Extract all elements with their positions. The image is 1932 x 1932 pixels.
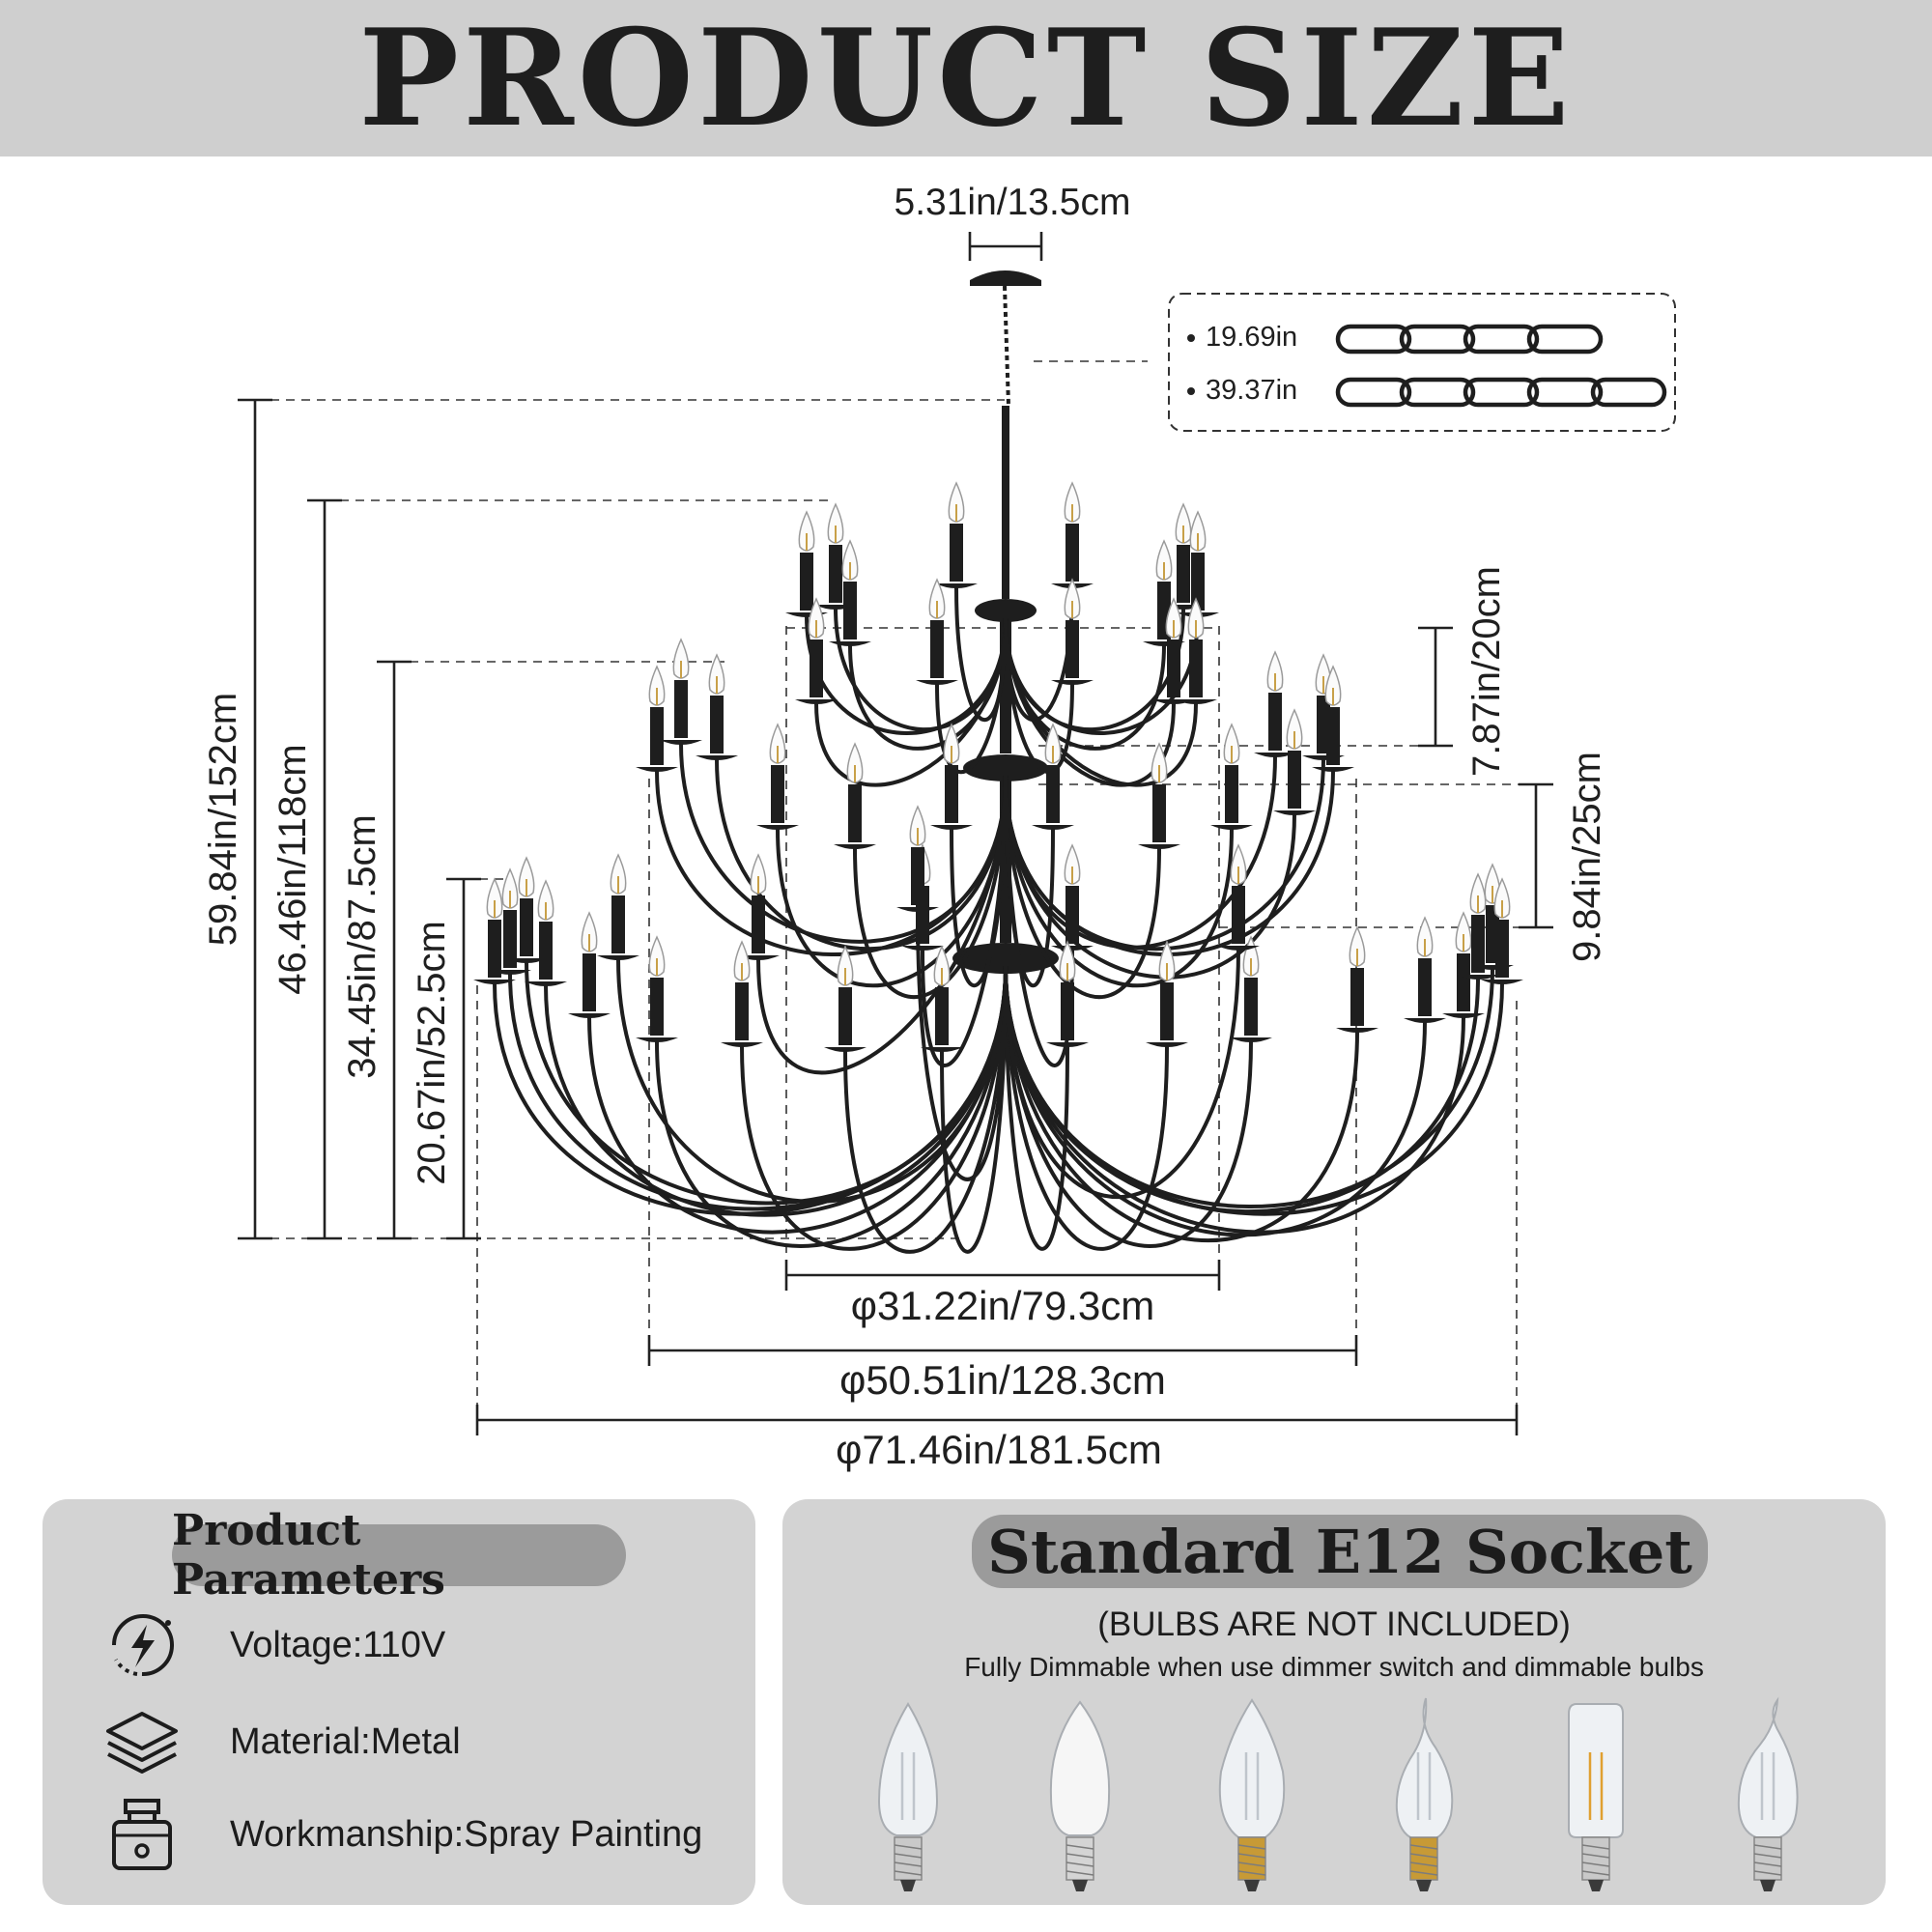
candle-light xyxy=(1138,742,1180,849)
candle-light xyxy=(1254,650,1296,757)
candle-light xyxy=(505,856,548,963)
product-parameters-title: Product Parameters xyxy=(172,1506,626,1605)
bulb-types xyxy=(877,1696,1799,1891)
candle-light xyxy=(1481,877,1523,984)
tier-2-height-label: 46.46in/118cm xyxy=(271,744,314,994)
dashed-guides xyxy=(255,360,1546,1420)
chain-link-icon xyxy=(1335,324,1412,355)
header-banner: PRODUCT SIZE xyxy=(0,0,1932,156)
bent-tip-filament-bulb-icon xyxy=(1737,1696,1799,1891)
candle-light xyxy=(489,867,531,975)
bulbs-not-included-note: (BULBS ARE NOT INCLUDED) xyxy=(1097,1605,1571,1643)
workmanship-text: Workmanship:Spray Painting xyxy=(230,1813,703,1855)
chain-link-icon xyxy=(1399,324,1476,355)
hub-bottom xyxy=(952,943,1059,974)
chain-link-icon xyxy=(1526,324,1604,355)
candle-light xyxy=(1442,911,1485,1018)
frosted-candle-bulb-icon xyxy=(1049,1700,1111,1891)
chandelier-illustration xyxy=(473,270,1523,1254)
product-parameters-panel: Product Parameters Voltage:110V Material… xyxy=(43,1499,755,1905)
candle-light xyxy=(921,945,963,1052)
candle-light xyxy=(1177,510,1219,617)
chain-link-icon xyxy=(1335,377,1412,408)
chain-options-box xyxy=(1168,293,1676,432)
candle-light xyxy=(1210,723,1253,830)
candle-light xyxy=(1046,940,1089,1047)
candle-light xyxy=(636,935,678,1042)
diameter-middle-label: φ50.51in/128.3cm xyxy=(839,1357,1166,1403)
socket-panel: Standard E12 Socket (BULBS ARE NOT INCLU… xyxy=(782,1499,1886,1905)
chain-link-icon xyxy=(1399,377,1476,408)
candle-light xyxy=(834,742,876,849)
candle-light xyxy=(829,539,871,646)
diameter-top-label: φ31.22in/79.3cm xyxy=(851,1283,1154,1328)
material-row: Material:Metal xyxy=(100,1700,461,1783)
chain-link-icon xyxy=(1526,377,1604,408)
candle-light xyxy=(597,853,639,960)
lightning-icon xyxy=(112,1614,174,1677)
center-rod xyxy=(1002,406,1009,599)
page-title: PRODUCT SIZE xyxy=(358,0,1574,156)
candle-light xyxy=(1152,597,1195,704)
candle-light xyxy=(1051,843,1094,951)
flame-tip-bulb-icon xyxy=(1395,1697,1454,1891)
candle-light xyxy=(824,945,867,1052)
chain-link-icon xyxy=(1463,324,1540,355)
canopy-width-label: 5.31in/13.5cm xyxy=(895,182,1131,223)
candle-light xyxy=(636,665,678,772)
candle-light xyxy=(568,911,611,1018)
candle-light xyxy=(473,877,516,984)
candle-light xyxy=(916,578,958,685)
tier-gap-top-label: 7.87in/20cm xyxy=(1465,566,1508,777)
chain-link-icon xyxy=(1590,377,1667,408)
candle-light xyxy=(696,653,738,760)
dimension-diagram: 19.69in 39.37in 5.31in/13.5cm 59.84in/15… xyxy=(202,182,1676,1472)
candle-light xyxy=(935,481,978,588)
ceiling-canopy xyxy=(970,270,1041,286)
diameter-bottom-label: φ71.46in/181.5cm xyxy=(836,1427,1162,1472)
candle-light xyxy=(737,853,780,960)
total-height-label: 59.84in/152cm xyxy=(202,693,244,946)
candle-light xyxy=(896,805,939,912)
chain-length-short: 19.69in xyxy=(1206,322,1297,353)
candle-light xyxy=(1273,708,1316,815)
candle-light xyxy=(1336,925,1378,1033)
candle-light xyxy=(756,723,799,830)
candle-light xyxy=(785,510,828,617)
hub-top xyxy=(975,599,1037,622)
chain-link-icon xyxy=(1463,377,1540,408)
clear-torpedo-bulb-icon xyxy=(1218,1698,1286,1891)
candle-light xyxy=(930,723,973,830)
dimmable-note: Fully Dimmable when use dimmer switch an… xyxy=(964,1652,1704,1682)
candle-light xyxy=(1051,578,1094,685)
material-text: Material:Metal xyxy=(230,1720,461,1762)
chain xyxy=(1003,285,1010,407)
candle-light xyxy=(1404,916,1446,1023)
chain-length-long: 39.37in xyxy=(1206,375,1297,406)
candle-light xyxy=(795,597,838,704)
candle-light xyxy=(660,638,702,745)
candle-light xyxy=(1217,843,1260,951)
voltage-text: Voltage:110V xyxy=(230,1624,446,1665)
workmanship-row: Workmanship:Spray Painting xyxy=(100,1793,702,1876)
candle-light xyxy=(525,879,567,986)
tier-gap-middle-label: 9.84in/25cm xyxy=(1566,752,1608,962)
candle-light xyxy=(1146,940,1188,1047)
socket-title: Standard E12 Socket xyxy=(972,1515,1708,1588)
spray-bottle-icon xyxy=(112,1799,172,1870)
candle-light xyxy=(1162,502,1205,610)
dimension-lines xyxy=(238,232,1553,1435)
candle-filament-bulb-icon xyxy=(877,1702,939,1891)
hub-middle xyxy=(963,754,1048,781)
candle-light xyxy=(1032,723,1074,830)
candle-light xyxy=(1312,665,1354,772)
candle-light xyxy=(721,940,763,1047)
tubular-amber-bulb-icon xyxy=(1568,1703,1624,1891)
voltage-row: Voltage:110V xyxy=(100,1604,445,1687)
tier-3-height-label: 34.45in/87.5cm xyxy=(341,814,384,1079)
layers-icon xyxy=(106,1712,178,1774)
candle-light xyxy=(1051,481,1094,588)
bottom-height-label: 20.67in/52.5cm xyxy=(411,921,453,1185)
